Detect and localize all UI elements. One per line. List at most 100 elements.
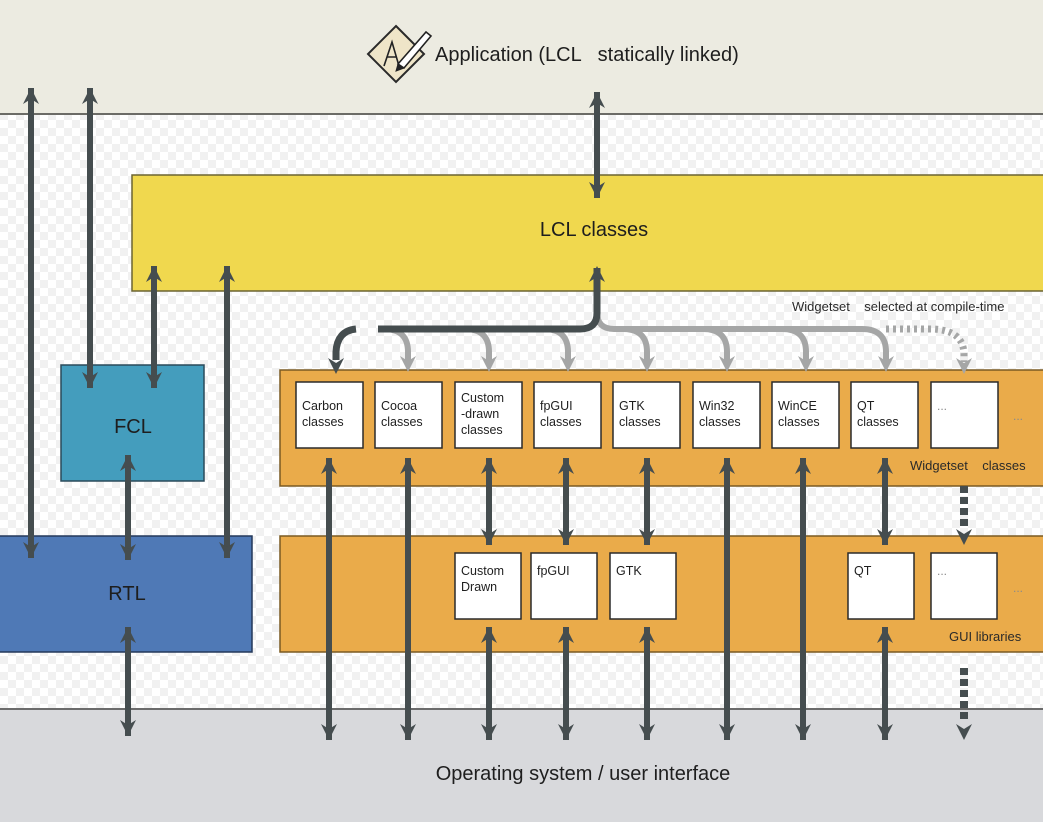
arrowhead (23, 88, 39, 104)
widgetset-class-box: Carbon classes (295, 381, 364, 449)
arrowhead (639, 627, 655, 643)
arrowhead (956, 358, 972, 374)
widgetset-class-label: classes (540, 415, 582, 429)
arrowhead (23, 542, 39, 558)
arrowhead (956, 724, 972, 740)
gui-library-box: GTK (609, 552, 677, 620)
arrowhead (558, 458, 574, 474)
widgetset-class-box: Cocoa classes (374, 381, 443, 449)
widgetset-gui-arrow (877, 458, 893, 545)
widgetset-class-label: classes (857, 415, 899, 429)
arrowhead (878, 356, 894, 372)
widgetset-class-label: classes (699, 415, 741, 429)
widgetset-class-label: classes (302, 415, 344, 429)
arrowhead (558, 627, 574, 643)
arrowhead (639, 356, 655, 372)
arrowhead (558, 529, 574, 545)
widgetset-class-box: GTK classes (612, 381, 681, 449)
widgetset-class-label: Custom (461, 391, 504, 405)
arrowhead (795, 724, 811, 740)
arrowhead (120, 455, 136, 471)
gui-library-box: ... (930, 552, 998, 620)
widgetset-classes-trailing-ellipsis: ... (1013, 409, 1023, 423)
widgetset-gui-arrow (558, 458, 574, 545)
widgetset-class-label: classes (619, 415, 661, 429)
arrowhead (481, 627, 497, 643)
connection-arrows (23, 88, 972, 740)
rtl-label: RTL (108, 583, 145, 605)
widgetset-os-arrow (400, 458, 416, 740)
fcl-rtl-arrow (120, 455, 136, 560)
gui-library-label: ... (937, 564, 947, 578)
arrowhead (481, 529, 497, 545)
gui-os-arrow (558, 627, 574, 740)
arrowhead (82, 88, 98, 104)
widgetset-classes-caption: Widgetset classes (910, 458, 1026, 473)
widgetset-select-arrow-dotted (886, 325, 972, 374)
os-label: Operating system / user interface (436, 763, 731, 785)
os-band (0, 709, 1043, 822)
gui-library-label: fpGUI (537, 564, 570, 578)
arrowhead (321, 458, 337, 474)
fcl-box (60, 364, 205, 482)
rtl-os-arrow (120, 627, 136, 736)
arrowhead (120, 544, 136, 560)
application-label: Application (LCL statically linked) (435, 44, 739, 66)
widgetset-class-label: ... (937, 399, 947, 413)
signature-pen-icon (366, 24, 433, 84)
arrowhead (877, 529, 893, 545)
widgetset-class-label: GTK (619, 399, 645, 413)
arrowhead (328, 358, 344, 374)
app-fcl-arrow (82, 88, 98, 388)
arrowhead (795, 458, 811, 474)
arrowhead (558, 724, 574, 740)
widgetset-class-label: WinCE (778, 399, 817, 413)
lcl-classes-label: LCL classes (540, 219, 648, 241)
arrowhead (877, 724, 893, 740)
arrowhead (719, 458, 735, 474)
widgetset-compile-time-note: Widgetset selected at compile-time (792, 299, 1004, 314)
lcl-fcl-arrow (146, 266, 162, 388)
widgetset-class-label: classes (778, 415, 820, 429)
arrowhead (219, 542, 235, 558)
widgetset-gui-arrow (481, 458, 497, 545)
widgetset-os-arrow (321, 458, 337, 740)
gui-library-box: QT (847, 552, 915, 620)
gui-library-box: fpGUI (530, 552, 598, 620)
widgetset-class-label: Carbon (302, 399, 343, 413)
arrowhead (321, 724, 337, 740)
arrowhead (146, 266, 162, 282)
lcl-rtl-arrow (219, 266, 235, 558)
arrowhead (400, 356, 416, 372)
widgetset-class-label: classes (461, 423, 503, 437)
arrowhead (589, 182, 605, 198)
gui-libraries-trailing-ellipsis: ... (1013, 581, 1023, 595)
widgetset-class-box: ... (930, 381, 999, 449)
widgetset-class-box: fpGUI classes (533, 381, 602, 449)
arrowhead (400, 458, 416, 474)
arrowhead (719, 356, 735, 372)
application-band (0, 0, 1043, 114)
arrowhead (82, 372, 98, 388)
gui-os-arrow (481, 627, 497, 740)
gui-library-label: GTK (616, 564, 642, 578)
widgetset-class-label: QT (857, 399, 875, 413)
gui-libraries-caption: GUI libraries (949, 629, 1022, 644)
fcl-label: FCL (114, 416, 152, 438)
arrowhead (120, 720, 136, 736)
widgetset-class-box: WinCE classes (771, 381, 840, 449)
widgetset-class-boxes: CarbonclassesCocoaclassesCustom-drawncla… (295, 381, 999, 449)
arrowhead (219, 266, 235, 282)
app-lcl-arrow (589, 92, 605, 198)
arrowhead (956, 529, 972, 545)
app-rtl-arrow (23, 88, 39, 558)
arrowhead (146, 372, 162, 388)
gui-library-label: Drawn (461, 580, 497, 594)
widgetset-class-label: Cocoa (381, 399, 417, 413)
arrowhead (481, 724, 497, 740)
widgetset-class-label: fpGUI (540, 399, 573, 413)
widgetset-class-label: classes (381, 415, 423, 429)
